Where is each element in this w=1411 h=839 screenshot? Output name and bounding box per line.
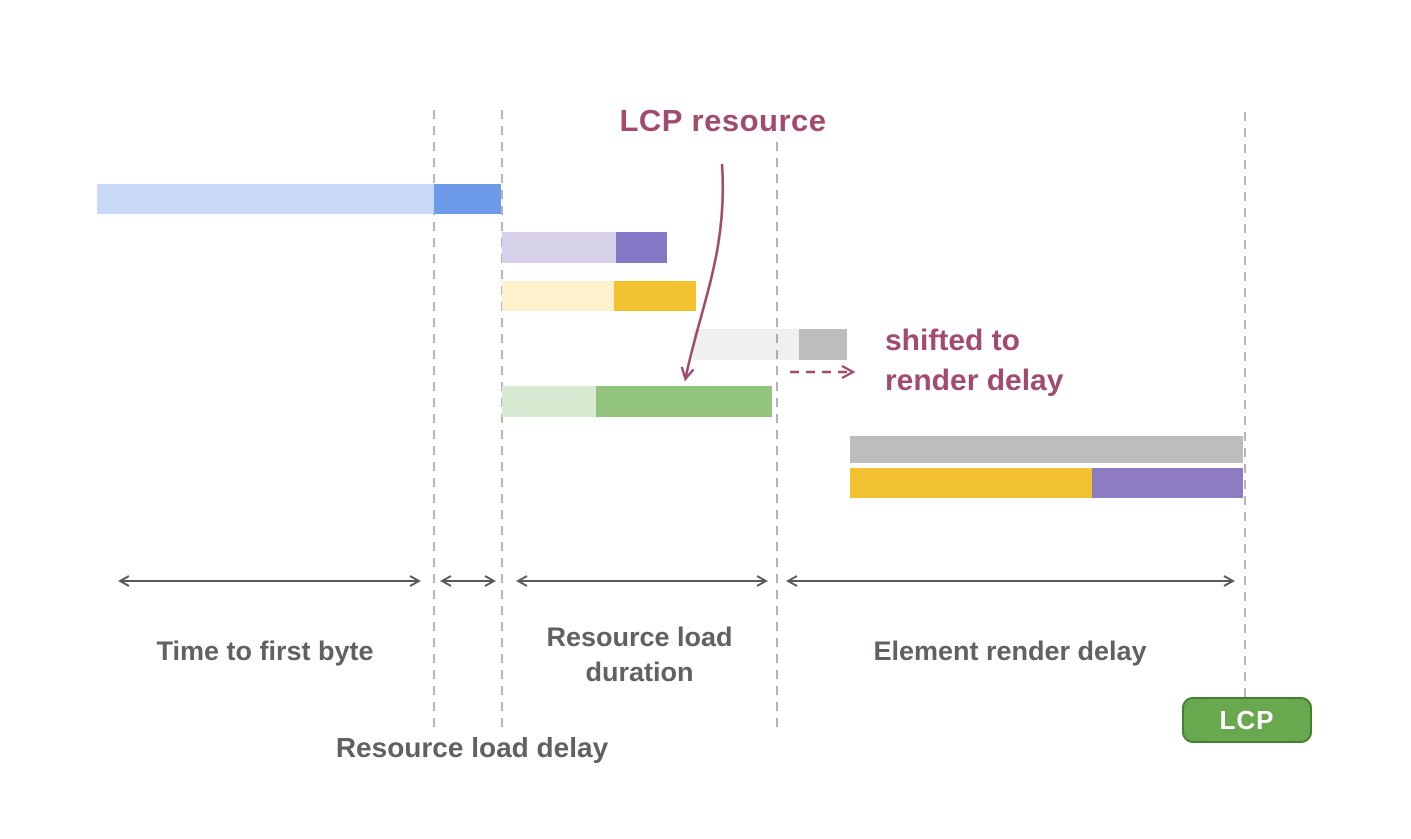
ttfb-bar-segment-1 xyxy=(97,184,434,214)
phase-boundary-guide xyxy=(433,110,435,732)
resource-bar-gray-segment-1 xyxy=(693,329,799,360)
render-bar-final-segment-2 xyxy=(1092,468,1243,498)
resource-bar-purple-segment-2 xyxy=(616,232,667,263)
render-bar-final-segment-1 xyxy=(850,468,1092,498)
ttfb-bar-segment-2 xyxy=(434,184,501,214)
resource-bar-gray-segment-2 xyxy=(799,329,847,360)
phase-boundary-guide xyxy=(1244,112,1246,697)
phase-boundary-guide xyxy=(501,110,503,732)
resource-bar-yellow-segment-2 xyxy=(614,281,696,311)
lcp-resource-bar-segment-2 xyxy=(596,386,772,417)
lcp-resource-bar-segment-1 xyxy=(502,386,596,417)
render-bar-gray-segment-1 xyxy=(850,436,1243,463)
resource-bar-yellow-segment-1 xyxy=(502,281,614,311)
phase-boundary-guide xyxy=(776,142,778,732)
resource-bar-purple-segment-1 xyxy=(502,232,616,263)
